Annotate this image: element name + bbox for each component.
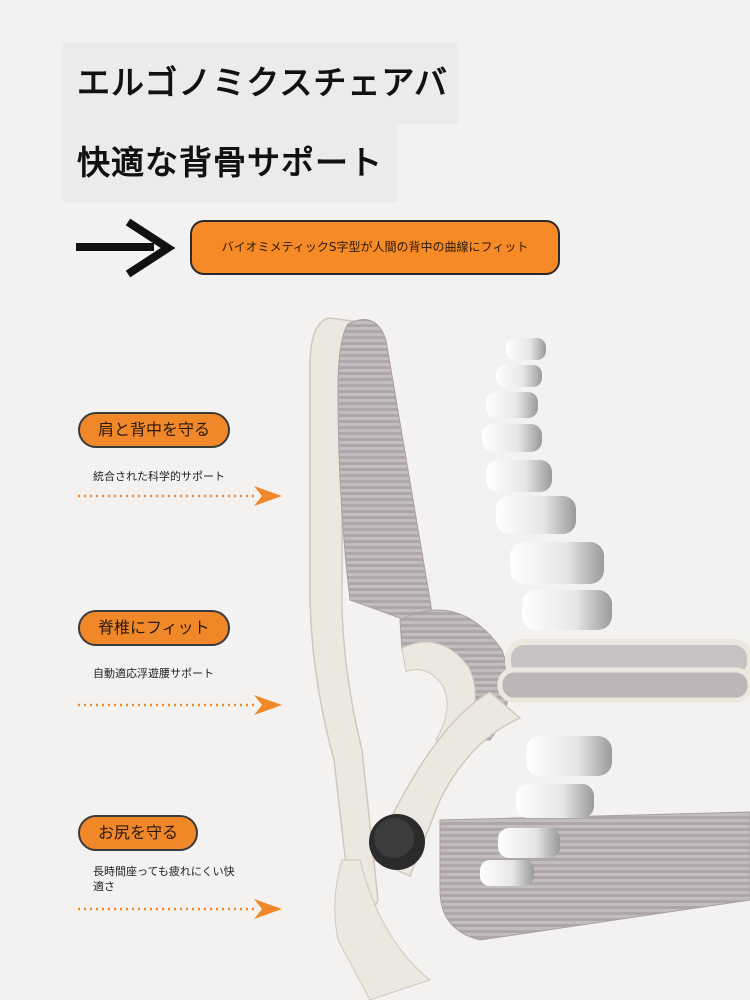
feature-tag-spine: 脊椎にフィット xyxy=(78,610,230,646)
dotted-arrow-icon xyxy=(78,899,282,919)
feature-tag-label: お尻を守る xyxy=(98,823,179,842)
chair-spine-illustration xyxy=(309,317,750,1000)
feature-tag-shoulder: 肩と背中を守る xyxy=(78,412,231,448)
big-right-arrow-icon xyxy=(76,218,176,278)
feature-tag-label: 脊椎にフィット xyxy=(98,618,210,637)
feature-description: 自動適応浮遊腰サポート xyxy=(93,667,214,680)
feature-description: 長時間座っても疲れにくい快適さ xyxy=(93,865,235,893)
feature-banner: バイオミメティックS字型が人間の背中の曲線にフィット xyxy=(190,220,560,275)
dotted-arrow-icon xyxy=(78,695,282,715)
spine-vertebra-icon xyxy=(480,338,612,886)
headline-line-2: 快適な背骨サポート xyxy=(62,124,397,202)
dotted-arrow-icon xyxy=(78,486,282,506)
feature-tag-label: 肩と背中を守る xyxy=(98,420,211,439)
feature-tag-hip: お尻を守る xyxy=(78,815,199,851)
headline-line-1: エルゴノミクスチェアバック xyxy=(62,42,458,184)
feature-description: 統合された科学的サポート xyxy=(93,470,225,483)
feature-banner-text: バイオミメティックS字型が人間の背中の曲線にフィット xyxy=(221,240,529,254)
